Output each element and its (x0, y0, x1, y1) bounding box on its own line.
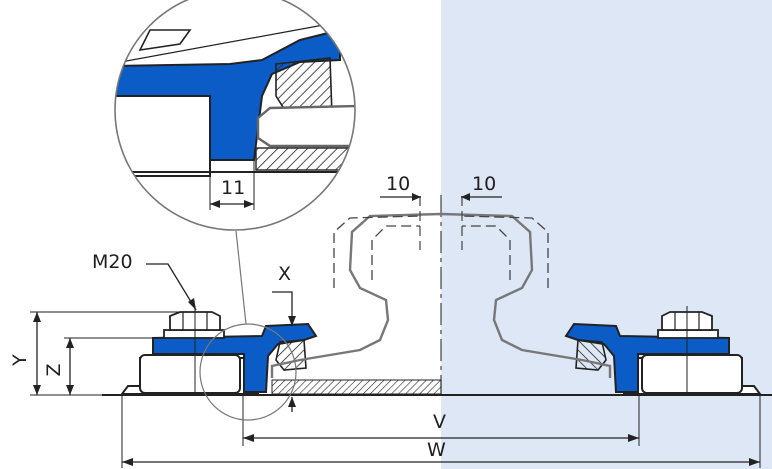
base-plate-block-left (139, 354, 241, 394)
rail-offset-dashed-left (333, 215, 421, 288)
dim-v-label: V (433, 411, 446, 433)
rail-offset-dashed-right (461, 215, 549, 288)
offset-left-label: 10 (386, 173, 410, 195)
detail-marker-circle (199, 323, 297, 421)
right-half-panel (441, 0, 772, 469)
insert-left (275, 339, 307, 371)
dim-w-label: W (427, 439, 446, 461)
bolt-label: M20 (92, 251, 133, 273)
rail-pad (271, 379, 442, 395)
rail-profile (270, 212, 612, 378)
detail-view: 11 (114, 0, 356, 231)
dim-y-label: Y (9, 354, 31, 367)
dim-x-label: X (278, 263, 291, 285)
dim-z-label: Z (43, 363, 65, 376)
detail-dim-label: 11 (221, 177, 245, 199)
offset-right-label: 10 (472, 173, 496, 195)
